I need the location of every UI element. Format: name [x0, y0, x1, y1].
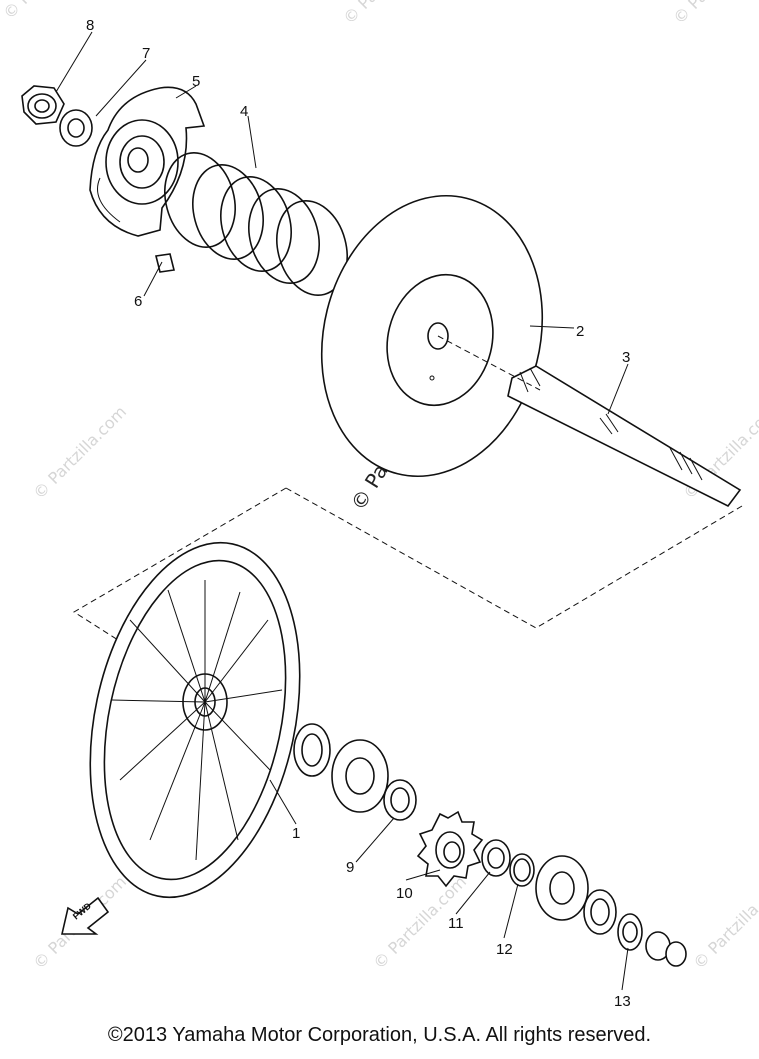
callout-6: 6: [134, 293, 142, 310]
watermark-tile: © Partzilla.com: [29, 402, 130, 503]
callout-9: 9: [346, 859, 354, 876]
callout-7: 7: [142, 45, 150, 62]
callout-1: 1: [292, 825, 300, 842]
callout-5: 5: [192, 73, 200, 90]
part-2-sheave: [320, 194, 544, 478]
bearing: [331, 739, 389, 813]
part-6-key: [155, 253, 175, 273]
callout-13: 13: [614, 993, 631, 1010]
callout-10: 10: [396, 885, 413, 902]
part-5-spring-seat: [89, 86, 206, 237]
callout-11: 11: [448, 915, 464, 932]
washer-2: [583, 889, 617, 935]
leader-lines: [55, 31, 629, 991]
part-1-wheel: [89, 541, 301, 899]
part-3-shaft: [507, 365, 742, 508]
part-13-washer: [617, 913, 643, 951]
callouts: 8 7 5 4 6 2 3 1 9 10 11 12 13: [86, 17, 631, 1010]
part-7-washer: [59, 109, 93, 147]
part-10-sprocket: [416, 810, 484, 888]
callout-2: 2: [576, 323, 584, 340]
part-9-washer: [383, 779, 417, 821]
callout-4: 4: [240, 103, 248, 120]
copyright-notice: ©2013 Yamaha Motor Corporation, U.S.A. A…: [107, 1024, 652, 1046]
end-nut: [645, 931, 687, 967]
watermark-tile: © Partzilla.com: [689, 872, 759, 973]
assembly-lines: [73, 335, 743, 641]
part-4-spring: [164, 152, 348, 296]
callout-8: 8: [86, 17, 94, 34]
seal: [293, 723, 331, 777]
callout-3: 3: [622, 349, 630, 366]
fwd-arrow: FWD: [60, 896, 110, 935]
part-11-collar: [481, 839, 511, 877]
callout-12: 12: [496, 941, 513, 958]
part-12-circlip: [509, 853, 535, 887]
watermark-tile: © Partzilla.com: [339, 0, 440, 28]
watermark-tile: © Partzilla.com: [669, 0, 759, 28]
part-8-nut: [21, 85, 65, 125]
bearing-2: [535, 855, 589, 921]
